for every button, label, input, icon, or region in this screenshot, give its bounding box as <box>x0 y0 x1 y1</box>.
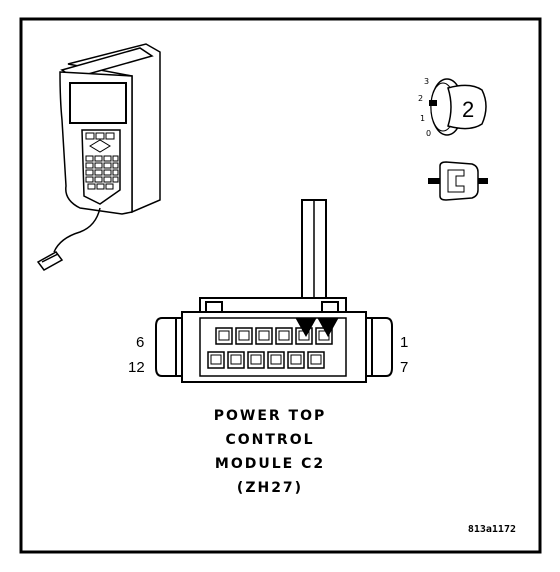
pin-label-7: 7 <box>400 359 408 376</box>
caption-line-4: (ZH27) <box>237 480 303 496</box>
caption-line-3: MODULE C2 <box>215 456 325 472</box>
pin-label-12: 12 <box>128 359 145 376</box>
caption-line-2: CONTROL <box>225 432 314 448</box>
ignition-switch-icon: 3 2 1 0 2 <box>418 77 487 138</box>
probe-arrowheads <box>295 317 339 338</box>
connector-cavities-bottom <box>207 351 325 369</box>
pin-label-6: 6 <box>136 334 144 351</box>
caption-line-1: POWER TOP <box>214 408 327 424</box>
ign-key-number: 2 <box>462 97 474 122</box>
scan-tool-icon <box>36 43 161 271</box>
ign-pos-0: 0 <box>426 129 431 138</box>
pin-label-1: 1 <box>400 334 408 351</box>
ign-pos-2: 2 <box>418 94 423 103</box>
connector-plug-icon <box>428 161 488 201</box>
figure-id: 813a1172 <box>468 524 516 535</box>
ign-pos-1: 1 <box>420 114 425 123</box>
ign-pos-3: 3 <box>424 77 429 86</box>
